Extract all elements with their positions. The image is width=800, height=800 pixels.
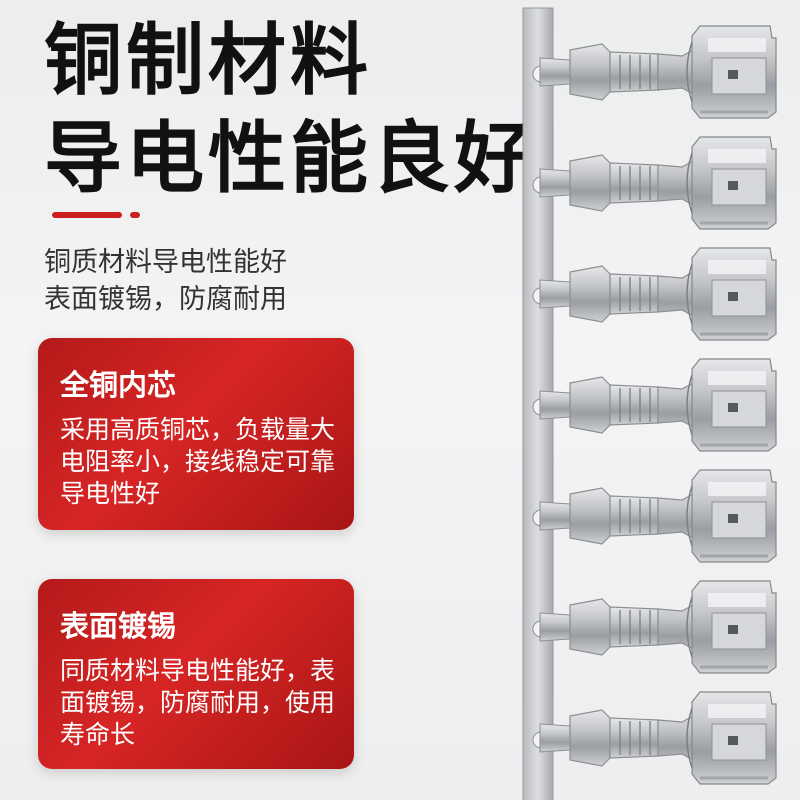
terminal-connector — [538, 135, 778, 231]
terminal-connector — [538, 357, 778, 453]
card-line: 采用高质铜芯，负载量大 — [60, 415, 336, 444]
card-title: 全铜内芯 — [60, 368, 177, 402]
terminal-connector — [538, 690, 778, 786]
accent-line — [52, 212, 122, 218]
card-line: 导电性好 — [60, 479, 161, 508]
card-line: 面镀锡，防腐耐用，使用 — [60, 688, 336, 717]
intro-text: 铜质材料导电性能好 表面镀锡，防腐耐用 — [44, 244, 404, 318]
headline-line-1: 铜制材料 — [44, 16, 373, 106]
card-line: 电阻率小，接线稳定可靠 — [60, 447, 336, 476]
terminal-connector — [538, 246, 778, 342]
card-line: 寿命长 — [60, 720, 136, 749]
accent-dot — [130, 212, 140, 218]
card-line: 同质材料导电性能好，表 — [60, 656, 336, 685]
feature-card-copper-core: 全铜内芯 采用高质铜芯，负载量大 电阻率小，接线稳定可靠 导电性好 — [38, 338, 354, 530]
card-body: 采用高质铜芯，负载量大 电阻率小，接线稳定可靠 导电性好 — [60, 414, 336, 510]
feature-card-tin-plating: 表面镀锡 同质材料导电性能好，表 面镀锡，防腐耐用，使用 寿命长 — [38, 579, 354, 769]
card-body: 同质材料导电性能好，表 面镀锡，防腐耐用，使用 寿命长 — [60, 655, 336, 751]
headline-line-2: 导电性能良好 — [44, 114, 537, 204]
terminal-connector — [538, 579, 778, 675]
terminal-connector — [538, 24, 778, 120]
terminal-connector — [538, 468, 778, 564]
intro-line: 表面镀锡，防腐耐用 — [44, 284, 287, 315]
card-title: 表面镀锡 — [60, 609, 177, 643]
intro-line: 铜质材料导电性能好 — [44, 247, 287, 278]
